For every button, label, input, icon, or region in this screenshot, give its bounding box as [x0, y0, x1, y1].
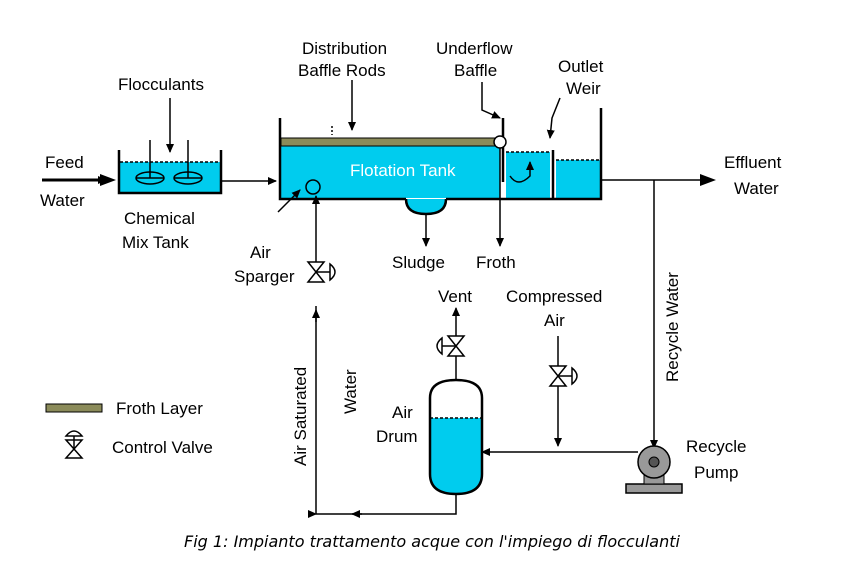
label-compressed: Compressed [506, 287, 602, 306]
label-baffle: Baffle [454, 61, 497, 80]
label-flotation-tank: Flotation Tank [350, 161, 456, 180]
control-valve-vent [436, 335, 466, 357]
label-weir: Weir [566, 79, 601, 98]
air-saturated-water-line [315, 306, 457, 515]
control-valve-compressed-air [548, 365, 578, 387]
outlet-water [556, 160, 600, 198]
label-air-drum-air: Air [392, 403, 413, 422]
label-effluent-water: Water [734, 179, 779, 198]
label-recycle-water: Recycle Water [663, 272, 682, 382]
label-air: Air [250, 243, 271, 262]
label-froth: Froth [476, 253, 516, 272]
label-pump: Pump [694, 463, 738, 482]
label-flocculants: Flocculants [118, 75, 204, 94]
label-baffle-rods: Baffle Rods [298, 61, 386, 80]
mix-tank-water [120, 162, 220, 192]
label-chemical: Chemical [124, 209, 195, 228]
label-compressed-air: Air [544, 311, 565, 330]
air-sparger-head [305, 179, 321, 195]
label-water: Water [40, 191, 85, 210]
label-saturated-water: Water [341, 369, 360, 414]
label-distribution: Distribution [302, 39, 387, 58]
label-sparger: Sparger [234, 267, 295, 286]
control-valve-air-saturated [306, 261, 336, 283]
label-mix-tank: Mix Tank [122, 233, 189, 252]
flotation-tank [278, 108, 603, 216]
legend: Froth Layer Control Valve [45, 399, 213, 459]
air-drum [428, 378, 484, 496]
froth-layer [280, 137, 501, 147]
baffle-chamber-water [506, 152, 550, 198]
label-sludge: Sludge [392, 253, 445, 272]
sludge-hopper [404, 198, 448, 216]
chemical-mix-tank [117, 140, 223, 195]
label-vent: Vent [438, 287, 472, 306]
legend-valve-icon [64, 430, 84, 459]
label-effluent: Effluent [724, 153, 782, 172]
label-air-drum: Drum [376, 427, 418, 446]
label-air-saturated: Air Saturated [291, 367, 310, 466]
figure-caption: Fig 1: Impianto trattamento acque con l'… [184, 532, 680, 551]
recycle-pump [625, 445, 683, 494]
legend-froth-swatch [45, 403, 103, 413]
legend-froth-label: Froth Layer [116, 399, 203, 418]
froth-skimmer-roll [493, 135, 507, 149]
label-underflow: Underflow [436, 39, 513, 58]
label-feed: Feed [45, 153, 84, 172]
label-recycle: Recycle [686, 437, 746, 456]
label-outlet: Outlet [558, 57, 604, 76]
legend-valve-label: Control Valve [112, 438, 213, 457]
